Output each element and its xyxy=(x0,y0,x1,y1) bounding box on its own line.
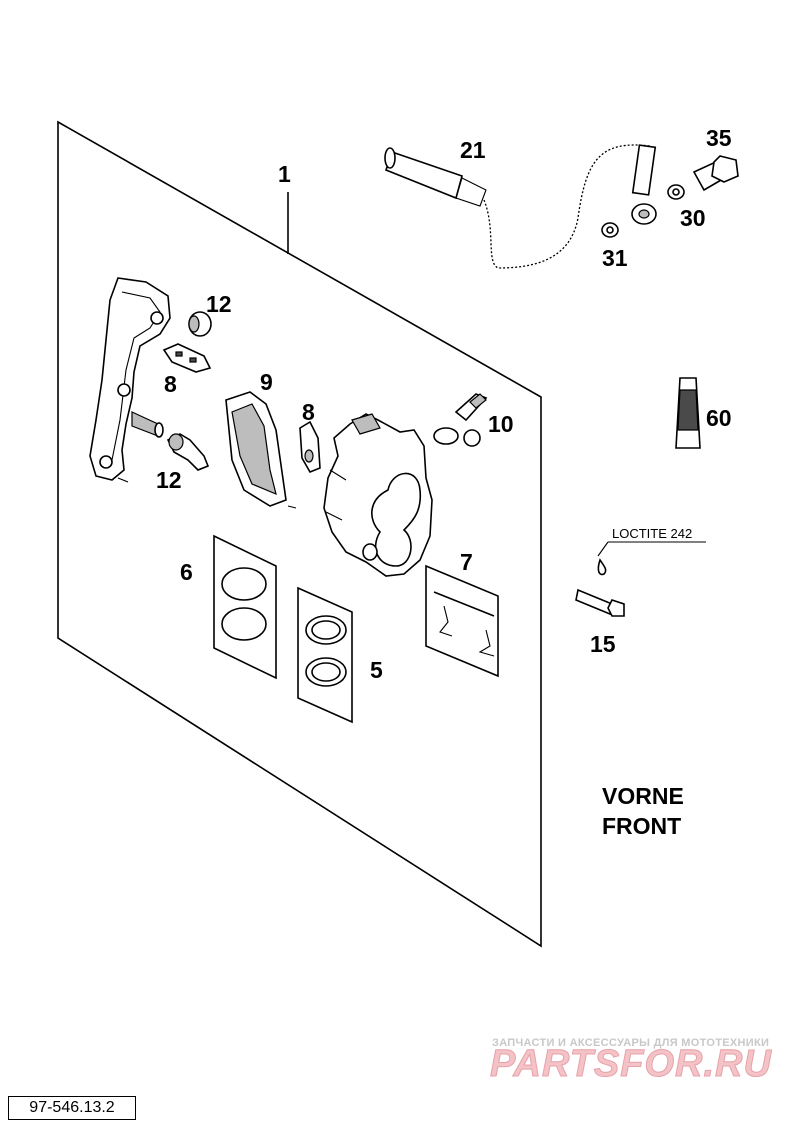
pin-kit-7 xyxy=(425,564,499,678)
part-number-31: 31 xyxy=(602,245,628,271)
part-number-7: 7 xyxy=(460,549,473,575)
part-number-1: 1 xyxy=(278,161,291,187)
grease-tube-60 xyxy=(675,377,701,449)
heading-front: FRONT xyxy=(602,813,681,839)
part-number-12-upper: 12 xyxy=(206,291,232,317)
drawing-code: 97-546.13.2 xyxy=(8,1096,136,1120)
banjo-bolt-35 xyxy=(692,155,739,192)
clip-8-right xyxy=(299,420,321,474)
part-number-10: 10 xyxy=(488,411,514,437)
loctite-note xyxy=(597,541,706,576)
brake-pad-9 xyxy=(225,391,297,509)
clip-8-upper xyxy=(162,343,212,373)
part-number-21: 21 xyxy=(460,137,486,163)
pin-12 xyxy=(166,433,210,471)
watermark-tagline: ЗАПЧАСТИ И АКСЕССУАРЫ ДЛЯ МОТОТЕХНИКИ xyxy=(492,1037,769,1049)
brake-hose-21 xyxy=(384,144,657,269)
part-number-8-upper: 8 xyxy=(164,371,177,397)
part-number-12-lower: 12 xyxy=(156,467,182,493)
loctite-label: LOCTITE 242 xyxy=(612,526,692,541)
heading-vorne: VORNE xyxy=(602,783,684,809)
part-number-30: 30 xyxy=(680,205,706,231)
part-number-5: 5 xyxy=(370,657,383,683)
piston-set-6 xyxy=(213,534,277,680)
part-number-9: 9 xyxy=(260,369,273,395)
bleeder-10 xyxy=(433,393,488,447)
caliper-bracket xyxy=(89,277,171,483)
part-number-60: 60 xyxy=(706,405,732,431)
watermark-brand: PARTSFOR.RU xyxy=(490,1043,772,1085)
assembly-panel xyxy=(57,120,542,948)
part-number-15: 15 xyxy=(590,631,616,657)
part-number-35: 35 xyxy=(706,125,732,151)
washer-31 xyxy=(601,222,619,238)
washer-30 xyxy=(667,184,685,200)
bolt-15 xyxy=(575,588,625,617)
part-number-8-right: 8 xyxy=(302,399,315,425)
seal-set-5 xyxy=(297,586,353,724)
caliper-housing xyxy=(323,413,433,577)
part-number-6: 6 xyxy=(180,559,193,585)
boot-12 xyxy=(188,311,212,337)
